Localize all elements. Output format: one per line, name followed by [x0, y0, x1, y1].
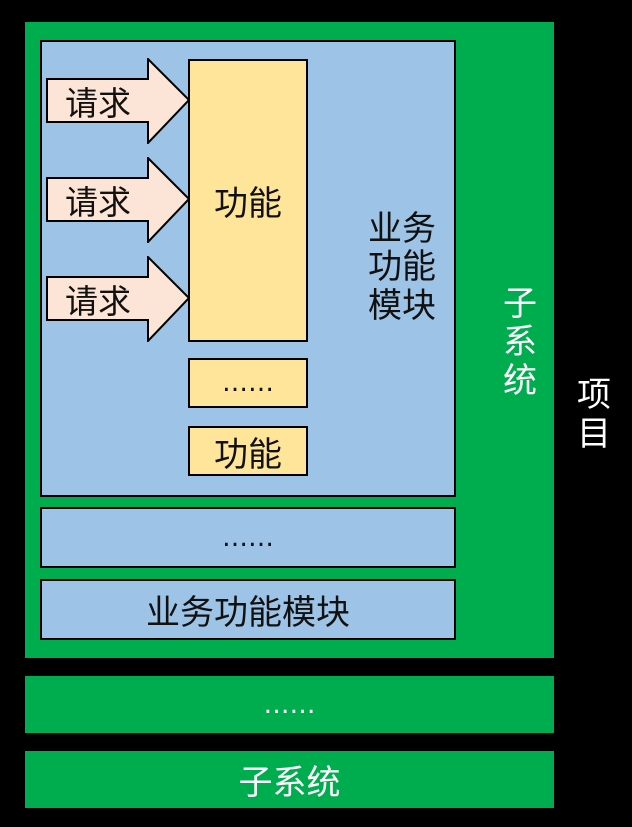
subsystem-label-char: 系 [503, 322, 537, 363]
project-label-char: 目 [577, 413, 611, 454]
module-label-line: 功能 [368, 247, 436, 288]
subsystem-label: 子系统 [238, 763, 341, 803]
subsystem-label-char: 统 [503, 360, 537, 401]
module-label-line: 模块 [368, 285, 436, 326]
subsystem-label-char: 子 [503, 284, 537, 325]
ellipsis-label: …… [222, 368, 274, 398]
request-arrow-2: 请求 [46, 157, 190, 243]
module-label: 业务功能模块 [146, 593, 350, 633]
subsystem: 子系统 [25, 751, 554, 808]
function-label: 功能 [214, 434, 282, 475]
request-arrow-3: 请求 [46, 256, 190, 342]
business-module-ellipsis: …… [40, 507, 456, 568]
module-label-vertical: 业务 功能 模块 [350, 200, 454, 335]
arrow-right-icon [46, 58, 190, 144]
ellipsis-label: …… [222, 522, 274, 553]
request-label: 请求 [65, 84, 131, 123]
request-label: 请求 [65, 282, 131, 321]
business-module: 业务功能模块 [40, 579, 456, 640]
function-box-small: 功能 [188, 426, 308, 476]
arrow-right-icon [46, 157, 190, 243]
request-arrow-1: 请求 [46, 58, 190, 144]
ellipsis-label: …… [263, 689, 316, 720]
function-box-main: 功能 [188, 59, 308, 342]
project-label-char: 项 [577, 375, 611, 416]
request-label: 请求 [65, 183, 131, 222]
module-label-line: 业务 [368, 209, 436, 250]
arrow-right-icon [46, 256, 190, 342]
subsystem-ellipsis: …… [25, 676, 554, 733]
project-label-vertical: 项 目 [556, 367, 632, 462]
function-box-ellipsis: …… [188, 358, 308, 408]
function-label: 功能 [214, 184, 282, 224]
subsystem-label-vertical: 子 系 统 [480, 275, 560, 410]
